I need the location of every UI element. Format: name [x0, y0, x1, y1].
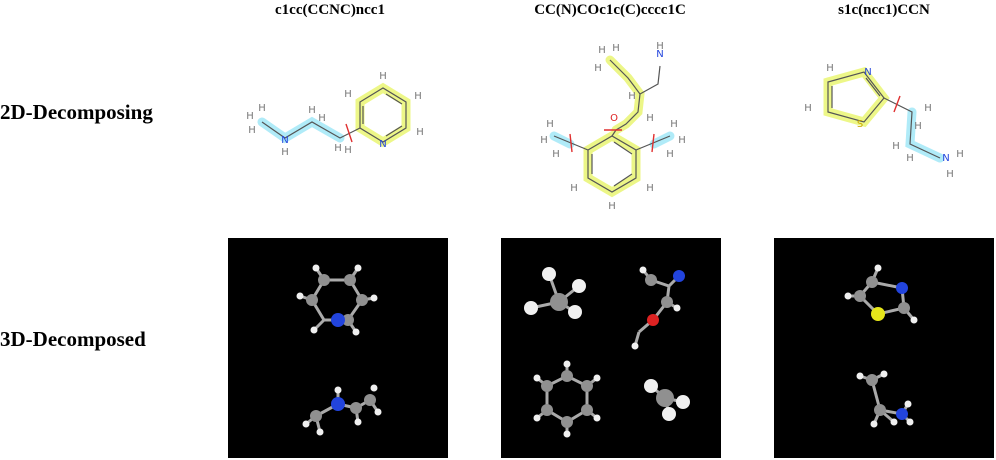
atom-h: H — [598, 45, 606, 56]
atom-h: H — [678, 135, 686, 146]
atom-h: H — [956, 149, 964, 160]
atom-h: H — [670, 119, 678, 130]
atom-h: H — [628, 91, 636, 102]
atom-h: H — [946, 169, 954, 180]
cut-mark — [893, 95, 901, 113]
atom-h: H — [258, 103, 266, 114]
atom-h: H — [334, 143, 342, 154]
molecule-3d-1 — [296, 264, 382, 436]
atom-h: H — [594, 63, 602, 74]
aromatic-fragment-glow — [355, 82, 411, 148]
atom-h: H — [804, 103, 812, 114]
atom-h: H — [248, 125, 256, 136]
atom-h: H — [540, 135, 548, 146]
row-label-3d: 3D-Decomposed — [0, 327, 146, 351]
panel-3d-2 — [501, 238, 721, 458]
panel-3d-1 — [228, 238, 448, 458]
atom-h: H — [546, 119, 554, 130]
hydrogen-atoms — [524, 266, 690, 438]
atom-n: N — [656, 49, 663, 60]
nitrogen-atom — [896, 408, 908, 420]
molecule-2d-2: H H H H H H H H H H H H H H H N O — [540, 41, 686, 212]
carbon-atoms — [541, 274, 674, 428]
atom-h: H — [414, 91, 422, 102]
atom-s: S — [857, 119, 863, 130]
molecule-3d-2 — [524, 266, 690, 438]
atom-h: H — [646, 113, 654, 124]
atom-h: H — [344, 145, 352, 156]
atom-h: H — [646, 183, 654, 194]
cut-mark — [569, 129, 655, 153]
nitrogen-atom — [673, 270, 685, 282]
atom-h: H — [246, 111, 254, 122]
atom-h: H — [612, 43, 620, 54]
molecule-2d-3: H H H H H H H H N S N — [804, 63, 964, 180]
atom-h: H — [318, 113, 326, 124]
hydrogen-atoms — [844, 264, 918, 428]
carbon-atoms — [854, 276, 910, 416]
atom-n: N — [942, 153, 949, 164]
hydrogen-atoms — [296, 264, 382, 436]
atom-o: O — [610, 113, 618, 124]
atom-h: H — [666, 149, 674, 160]
atom-h: H — [552, 149, 560, 160]
aromatic-fragment-glow — [583, 55, 645, 198]
smiles-label-3: s1c(ncc1)CCN — [838, 2, 930, 18]
oxygen-atom — [647, 314, 659, 326]
sulfur-atom — [871, 307, 885, 321]
atom-h: H — [826, 63, 834, 74]
smiles-label-1: c1cc(CCNC)ncc1 — [275, 2, 385, 18]
atom-h: H — [906, 153, 914, 164]
cut-mark — [345, 123, 353, 143]
atom-n: N — [281, 135, 288, 146]
atom-h: H — [379, 71, 387, 82]
atom-n: N — [379, 139, 386, 150]
molecule-3d-3 — [844, 264, 918, 428]
panel-3d-3 — [774, 238, 994, 458]
atom-h: H — [570, 183, 578, 194]
atom-h: H — [344, 89, 352, 100]
carbon-atoms — [306, 274, 376, 422]
atom-h: H — [608, 201, 616, 212]
atom-n: N — [864, 67, 871, 78]
atom-h: H — [308, 105, 316, 116]
nitrogen-atom — [331, 313, 345, 327]
smiles-label-2: CC(N)COc1c(C)cccc1C — [534, 2, 686, 18]
atom-h: H — [924, 103, 932, 114]
atom-h: H — [892, 141, 900, 152]
molecule-2d-1: H H H H H H H H H H H N H N — [246, 71, 424, 158]
atom-h: H — [281, 147, 289, 158]
atom-h: H — [656, 41, 664, 52]
atom-h: H — [914, 121, 922, 132]
atom-h: H — [416, 127, 424, 138]
nitrogen-atom — [331, 397, 345, 411]
nitrogen-atom — [896, 282, 908, 294]
row-label-2d: 2D-Decomposing — [0, 100, 153, 124]
